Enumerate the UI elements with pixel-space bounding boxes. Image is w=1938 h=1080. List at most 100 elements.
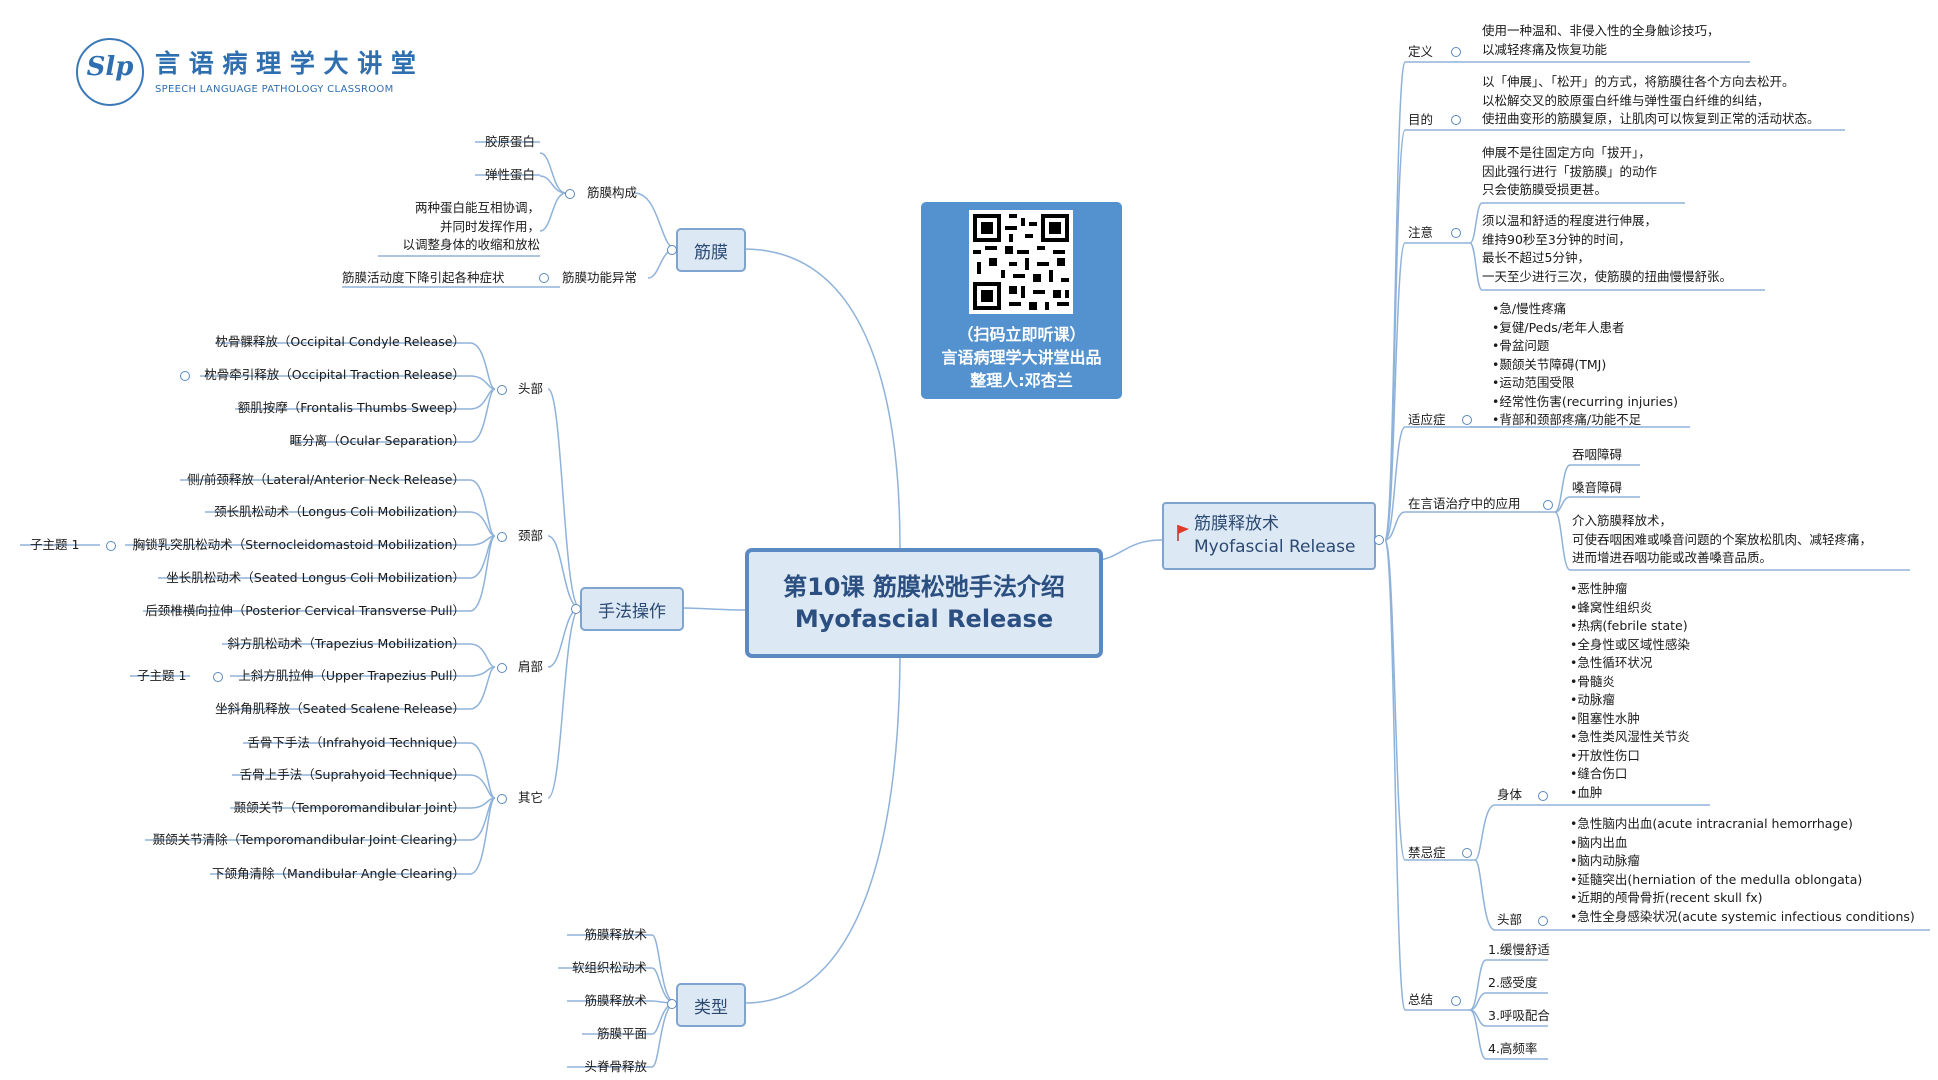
leaf-summary-1[interactable]: 1.缓慢舒适 xyxy=(1488,942,1550,957)
leaf-other-1[interactable]: 舌骨下手法（Infrahyoid Technique） xyxy=(247,735,465,750)
qr-card: （扫码立即听课） 言语病理学大讲堂出品 整理人:邓杏兰 xyxy=(921,202,1122,399)
node-shoulder[interactable]: 肩部 xyxy=(518,659,544,674)
neck-subtopic[interactable]: 子主题 1 xyxy=(30,537,80,552)
collapse-toggle-icon[interactable] xyxy=(1451,228,1461,238)
collapse-toggle-icon[interactable] xyxy=(667,999,677,1009)
node-fascia-composition[interactable]: 筋膜构成 xyxy=(587,185,638,200)
collapse-toggle-icon[interactable] xyxy=(497,663,507,673)
mfr-label-en: Myofascial Release xyxy=(1194,537,1356,557)
leaf-type-5[interactable]: 头脊骨释放 xyxy=(584,1059,647,1074)
collapse-toggle-icon[interactable] xyxy=(1462,848,1472,858)
node-speech-application[interactable]: 在言语治疗中的应用 xyxy=(1408,496,1521,511)
collapse-toggle-icon[interactable] xyxy=(1543,500,1553,510)
collapse-toggle-icon[interactable] xyxy=(497,385,507,395)
leaf-purpose-text[interactable]: 以「伸展」、「松开」的方式，将筋膜往各个方向去松开。 以松解交叉的胶原蛋白纤维与… xyxy=(1482,74,1820,126)
node-notes[interactable]: 注意 xyxy=(1408,225,1434,240)
leaf-shoulder-2[interactable]: 上斜方肌拉伸（Upper Trapezius Pull） xyxy=(238,668,465,683)
collapse-toggle-icon[interactable] xyxy=(1451,996,1461,1006)
node-contra-body[interactable]: 身体 xyxy=(1497,787,1523,802)
node-other[interactable]: 其它 xyxy=(518,790,544,805)
branch-technique-label: 手法操作 xyxy=(598,601,666,622)
leaf-shoulder-3[interactable]: 坐斜角肌释放（Seated Scalene Release） xyxy=(215,701,465,716)
leaf-collagen[interactable]: 胶原蛋白 xyxy=(485,134,536,149)
leaf-indications-text[interactable]: •急/慢性疼痛 •复健/Peds/老年人患者 •骨盆问题 •颞颌关节障碍(TMJ… xyxy=(1492,301,1678,427)
leaf-notes-1[interactable]: 伸展不是往固定方向「拔开」， 因此强行进行「拔筋膜」的动作 只会使筋膜受损更甚。 xyxy=(1482,145,1658,197)
brand-logo: Slp xyxy=(76,38,144,106)
branch-types[interactable]: 类型 xyxy=(676,983,746,1027)
node-purpose[interactable]: 目的 xyxy=(1408,112,1434,127)
node-summary[interactable]: 总结 xyxy=(1408,992,1434,1007)
mfr-label-cn: 筋膜释放术 xyxy=(1194,514,1279,534)
collapse-toggle-icon[interactable] xyxy=(1374,535,1384,545)
leaf-summary-3[interactable]: 3.呼吸配合 xyxy=(1488,1008,1550,1023)
qr-caption-line1: （扫码立即听课） xyxy=(957,325,1086,344)
qr-caption-line3: 整理人:邓杏兰 xyxy=(970,371,1073,390)
leaf-protein-coordination[interactable]: 两种蛋白能互相协调， 并同时发挥作用， 以调整身体的收缩和放松 xyxy=(402,200,540,252)
leaf-speech-intervention[interactable]: 介入筋膜释放术， 可使吞咽困难或嗓音问题的个案放松肌肉、减轻疼痛， 进而增进吞咽… xyxy=(1572,513,1873,565)
collapse-toggle-icon[interactable] xyxy=(539,273,549,283)
logo-text: Slp xyxy=(86,52,134,82)
leaf-other-4[interactable]: 颞颌关节清除（Temporomandibular Joint Clearing） xyxy=(152,832,465,847)
node-neck[interactable]: 颈部 xyxy=(518,528,544,543)
node-contra-head[interactable]: 头部 xyxy=(1497,912,1523,927)
leaf-definition-text[interactable]: 使用一种温和、非侵入性的全身触诊技巧， 以减轻疼痛及恢复功能 xyxy=(1482,23,1720,57)
flag-icon xyxy=(1177,525,1189,541)
collapse-toggle-icon[interactable] xyxy=(565,189,575,199)
leaf-head-2[interactable]: 枕骨牵引释放（Occipital Traction Release） xyxy=(204,367,465,382)
leaf-type-4[interactable]: 筋膜平面 xyxy=(596,1026,647,1041)
leaf-neck-4[interactable]: 坐长肌松动术（Seated Longus Coli Mobilization） xyxy=(166,570,465,585)
leaf-neck-2[interactable]: 颈长肌松动术（Longus Coli Mobilization） xyxy=(214,504,465,519)
central-topic-subtitle: Myofascial Release xyxy=(794,605,1054,633)
leaf-type-3[interactable]: 筋膜释放术 xyxy=(584,993,647,1008)
qr-code-image xyxy=(969,210,1073,314)
collapse-toggle-icon[interactable] xyxy=(1451,115,1461,125)
leaf-other-5[interactable]: 下颌角清除（Mandibular Angle Clearing） xyxy=(212,866,465,881)
leaf-neck-5[interactable]: 后颈椎横向拉伸（Posterior Cervical Transverse Pu… xyxy=(145,603,465,618)
leaf-type-2[interactable]: 软组织松动术 xyxy=(571,960,647,975)
leaf-summary-4[interactable]: 4.高频率 xyxy=(1488,1041,1538,1056)
node-head[interactable]: 头部 xyxy=(518,381,544,396)
collapse-toggle-icon[interactable] xyxy=(1538,916,1548,926)
branch-fascia[interactable]: 筋膜 xyxy=(676,228,746,272)
leaf-neck-3[interactable]: 胸锁乳突肌松动术（Sternocleidomastoid Mobilizatio… xyxy=(132,537,465,552)
leaf-contra-head-list[interactable]: •急性脑内出血(acute intracranial hemorrhage) •… xyxy=(1570,816,1915,924)
collapse-toggle-icon[interactable] xyxy=(213,672,223,682)
leaf-type-1[interactable]: 筋膜释放术 xyxy=(584,927,647,942)
leaf-shoulder-1[interactable]: 斜方肌松动术（Trapezius Mobilization） xyxy=(227,636,465,651)
leaf-summary-2[interactable]: 2.感受度 xyxy=(1488,975,1538,990)
collapse-toggle-icon[interactable] xyxy=(497,532,507,542)
leaf-contra-body-list[interactable]: •恶性肿瘤 •蜂窝性组织炎 •热病(febrile state) •全身性或区域… xyxy=(1570,581,1690,800)
node-definition[interactable]: 定义 xyxy=(1408,44,1434,59)
leaf-elastin[interactable]: 弹性蛋白 xyxy=(485,167,536,182)
branch-myofascial-release[interactable]: 筋膜释放术 Myofascial Release xyxy=(1162,502,1376,570)
branch-fascia-label: 筋膜 xyxy=(694,242,728,263)
collapse-toggle-icon[interactable] xyxy=(1462,415,1472,425)
leaf-notes-2[interactable]: 须以温和舒适的程度进行伸展， 维持90秒至3分钟的时间， 最长不超过5分钟， 一… xyxy=(1482,213,1733,284)
central-topic[interactable]: 第10课 筋膜松弛手法介绍 Myofascial Release xyxy=(745,548,1103,658)
central-topic-title: 第10课 筋膜松弛手法介绍 xyxy=(783,573,1065,601)
collapse-toggle-icon[interactable] xyxy=(106,541,116,551)
collapse-toggle-icon[interactable] xyxy=(667,245,677,255)
qr-caption-line2: 言语病理学大讲堂出品 xyxy=(941,348,1102,367)
leaf-dysphagia[interactable]: 吞咽障碍 xyxy=(1572,447,1623,462)
shoulder-subtopic[interactable]: 子主题 1 xyxy=(137,668,187,683)
node-fascia-dysfunction[interactable]: 筋膜功能异常 xyxy=(562,270,638,285)
collapse-toggle-icon[interactable] xyxy=(1451,47,1461,57)
node-indications[interactable]: 适应症 xyxy=(1408,412,1446,427)
leaf-voice-disorder[interactable]: 嗓音障碍 xyxy=(1572,480,1623,495)
leaf-other-3[interactable]: 颞颌关节（Temporomandibular Joint） xyxy=(233,800,465,815)
leaf-other-2[interactable]: 舌骨上手法（Suprahyoid Technique） xyxy=(239,767,465,782)
collapse-toggle-icon[interactable] xyxy=(497,794,507,804)
leaf-head-1[interactable]: 枕骨髁释放（Occipital Condyle Release） xyxy=(215,334,465,349)
node-contraindications[interactable]: 禁忌症 xyxy=(1408,845,1446,860)
leaf-head-3[interactable]: 额肌按摩（Frontalis Thumbs Sweep） xyxy=(237,400,465,415)
collapse-toggle-icon[interactable] xyxy=(571,604,581,614)
branch-technique[interactable]: 手法操作 xyxy=(580,587,684,631)
leaf-dysfunction-symptoms[interactable]: 筋膜活动度下降引起各种症状 xyxy=(342,270,505,285)
leaf-head-4[interactable]: 眶分离（Ocular Separation） xyxy=(289,433,465,448)
collapse-toggle-icon[interactable] xyxy=(180,371,190,381)
branch-types-label: 类型 xyxy=(694,997,728,1018)
collapse-toggle-icon[interactable] xyxy=(1538,791,1548,801)
leaf-neck-1[interactable]: 侧/前颈释放（Lateral/Anterior Neck Release） xyxy=(187,472,465,487)
